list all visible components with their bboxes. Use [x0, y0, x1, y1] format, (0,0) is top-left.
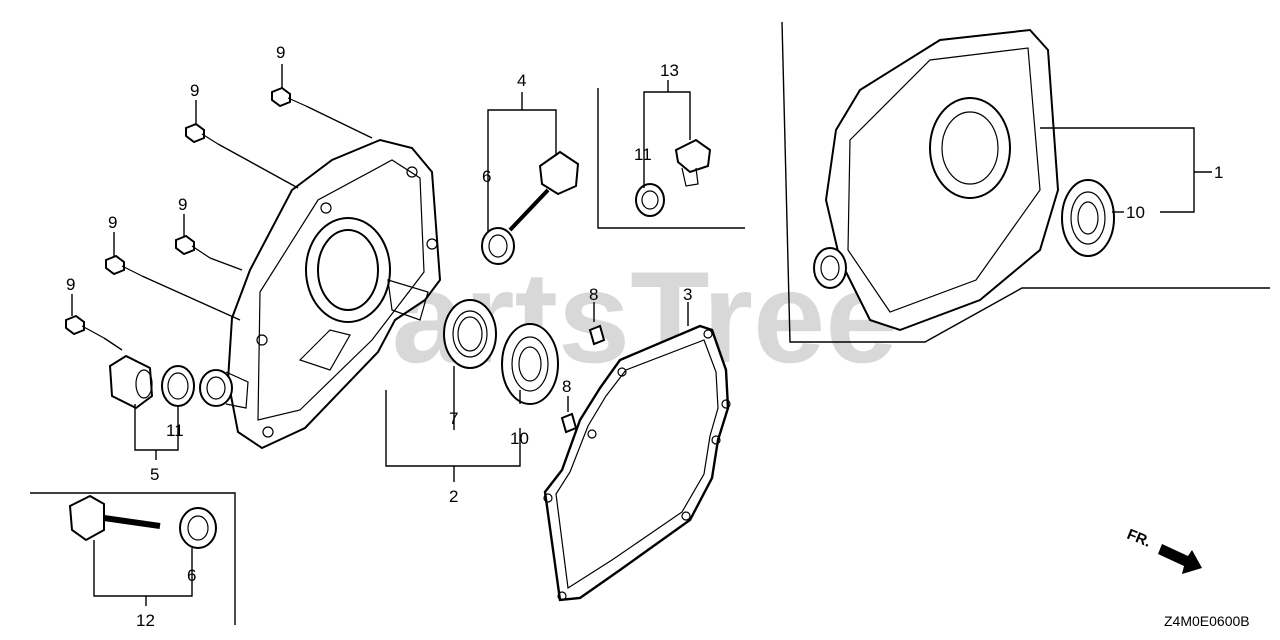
callout-7: 7 [449, 409, 458, 428]
oil-filler-cap-part [108, 354, 154, 410]
bracket-12 [93, 540, 193, 597]
dipstick-part [508, 150, 580, 232]
callout-10: 10 [1126, 203, 1145, 222]
dipstick-o-ring-part [481, 227, 515, 265]
bolt-leader-line [305, 105, 373, 139]
callout-4: 4 [517, 71, 526, 90]
bracket-1 [1040, 127, 1195, 213]
inset-ball-bearing-part [1061, 179, 1115, 257]
bolt-leader-line [209, 257, 243, 271]
inset-box-1-frame [781, 21, 1270, 343]
oil-filler-cap-dipstick-part [68, 494, 161, 542]
callout-13: 13 [660, 61, 679, 80]
ball-bearing-part [501, 323, 559, 405]
bolt-leader-line [141, 275, 241, 321]
inset-box-12-frame [30, 492, 236, 625]
front-direction-label: FR. [1125, 526, 1154, 551]
drain-plug-part [674, 138, 712, 187]
callout-3: 3 [683, 285, 692, 304]
bracket-13 [643, 91, 691, 188]
bolt-leader-line [217, 143, 299, 189]
callout-8: 8 [589, 285, 598, 304]
gasket-part [543, 324, 731, 602]
crankcase-cover-assembly-part [813, 28, 1060, 332]
flange-bolt-part [105, 254, 143, 277]
bracket-2 [385, 390, 521, 467]
callout-11: 11 [634, 145, 652, 164]
flange-bolt-part [175, 234, 211, 259]
callout-9: 9 [66, 275, 75, 294]
crankcase-cover-part [226, 138, 442, 450]
callout-9: 9 [108, 213, 117, 232]
drain-plug-washer-part [635, 183, 665, 217]
oil-seal-part [443, 299, 497, 369]
callout-12: 12 [136, 611, 155, 630]
callout-9: 9 [178, 195, 187, 214]
callout-6: 6 [187, 566, 196, 585]
callout-9: 9 [190, 81, 199, 100]
filler-cap-washer-part [179, 507, 217, 549]
callout-6: 6 [482, 167, 491, 186]
flange-bolt-part [185, 122, 219, 145]
inset-box-13-frame [597, 88, 745, 229]
callout-9: 9 [276, 43, 285, 62]
dowel-pin-part [588, 324, 606, 346]
diagram-code: Z4M0E0600B [1164, 613, 1250, 629]
front-direction-arrow-icon [1158, 544, 1202, 574]
callout-2: 2 [449, 487, 458, 506]
bolt-leader-line [103, 337, 123, 351]
callout-11: 11 [166, 421, 184, 440]
callout-5: 5 [150, 465, 159, 484]
callout-1: 1 [1214, 163, 1223, 182]
flange-bolt-part [271, 86, 307, 108]
callout-10: 10 [510, 429, 529, 448]
callout-8: 8 [562, 377, 571, 396]
oil-filler-neck [199, 369, 249, 409]
flange-bolt-part [65, 314, 105, 339]
o-ring-washer-part [161, 365, 195, 407]
dowel-pin-part [560, 412, 578, 434]
